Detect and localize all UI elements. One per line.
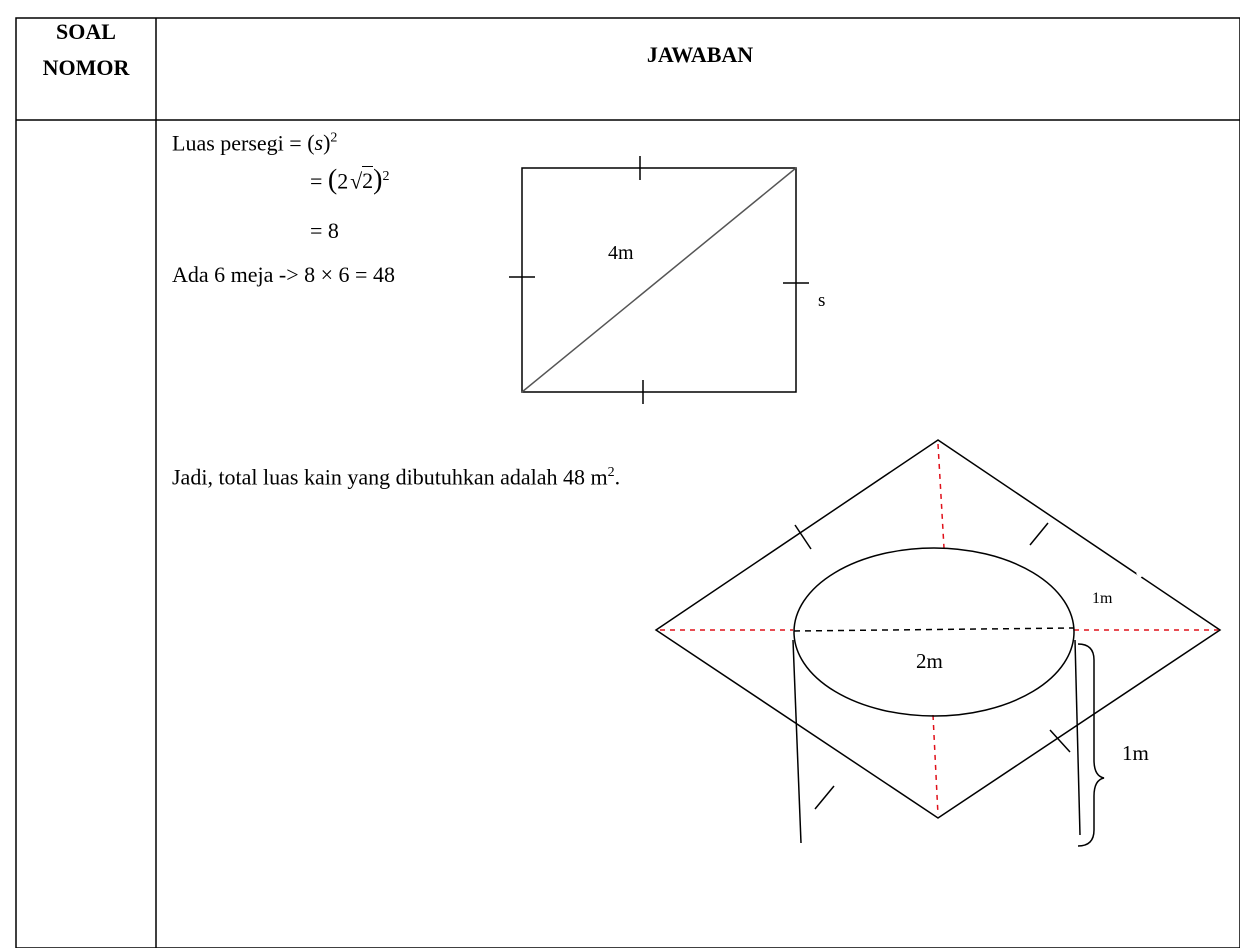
conclusion-text: Jadi, total luas kain yang dibutuhkan ad… xyxy=(172,464,608,490)
red-dash-top xyxy=(937,443,945,549)
tick-lower-right xyxy=(1049,729,1071,753)
radius-gap xyxy=(1136,561,1154,579)
diameter-dashed-line xyxy=(793,627,1075,632)
tick-upper-left xyxy=(794,524,812,550)
square-side-label: s xyxy=(818,290,826,311)
tick-lower-left xyxy=(814,785,835,810)
answer-line-root: = (2 √2)2 xyxy=(310,164,390,196)
cylinder-top-ellipse xyxy=(793,547,1075,717)
table-radius-label: 1m xyxy=(1092,590,1113,607)
diamond-edge-ticks xyxy=(794,522,1071,810)
luas-label: Luas persegi = xyxy=(172,130,308,156)
cylinder-leg-left xyxy=(792,639,802,844)
red-dash-bottom xyxy=(932,714,939,816)
header-soal-line1: SOAL xyxy=(56,19,116,44)
luas-exp: 2 xyxy=(330,131,338,146)
root-radicand: 2 xyxy=(362,166,374,194)
conclusion-sup: 2 xyxy=(607,465,615,480)
header-soal-line2: NOMOR xyxy=(42,55,130,80)
square-diagonal-label: 4m xyxy=(608,242,634,264)
answer-line-luas: Luas persegi = (s)2 xyxy=(172,130,338,156)
tick-upper-right xyxy=(1029,522,1049,546)
equal-side-ticks xyxy=(509,156,809,404)
root-eq: = xyxy=(310,168,328,194)
table-figure xyxy=(654,439,1222,847)
table-height-label: 1m xyxy=(1122,741,1149,765)
luas-var: s xyxy=(314,130,324,156)
conclusion-end: . xyxy=(614,464,621,490)
table-diameter-label: 2m xyxy=(916,649,943,673)
answer-line-tables: Ada 6 meja -> 8 × 6 = 48 xyxy=(172,262,395,287)
cylinder-leg-right xyxy=(1074,639,1081,836)
diamond-tabletop xyxy=(654,439,1222,819)
red-dashed-lines xyxy=(660,443,1218,816)
root-exp: 2 xyxy=(382,169,390,184)
square-diagonal xyxy=(521,167,797,393)
table-border xyxy=(15,17,1240,948)
answer-line-result: = 8 xyxy=(310,218,339,243)
square-figure xyxy=(509,156,809,404)
header-jawaban: JAWABAN xyxy=(646,42,754,67)
header-soal-nomor: SOAL NOMOR xyxy=(16,14,156,86)
height-brace xyxy=(1077,643,1105,847)
root-coef: 2 xyxy=(337,168,349,194)
answer-conclusion: Jadi, total luas kain yang dibutuhkan ad… xyxy=(172,460,620,490)
square-outline xyxy=(521,167,797,393)
